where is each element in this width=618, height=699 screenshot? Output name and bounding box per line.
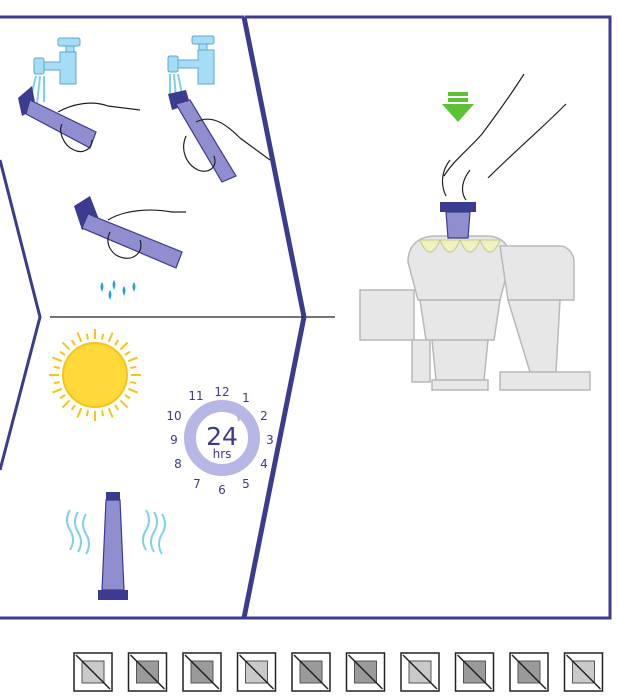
sun-ray [76,407,83,418]
clock-number: 3 [266,433,274,447]
clock-number: 1 [242,391,250,405]
filter-icon [440,202,476,239]
right-panel-border [243,15,612,620]
refit-step [359,73,591,391]
sun-ray [119,341,129,351]
sun-ray [107,332,114,343]
warning-icons-row [73,652,604,692]
clock-number: 2 [260,409,268,423]
sun-ray [127,356,138,363]
left-panel-inner-notch [0,159,42,471]
sun-ray [70,404,76,411]
no-washing-machine-icon [291,652,331,692]
no-aerosol-icon [563,652,604,692]
sun-ray [124,394,131,400]
sun-ray [85,333,89,340]
no-microwave-icon [400,652,440,692]
drying-time-clock: 24 hrs 12 1 2 3 4 5 6 7 8 9 10 11 [166,385,273,497]
sun-ray [52,387,63,394]
clock-number: 8 [174,457,182,471]
no-detergent-spray-icon [73,652,113,692]
sun-ray [130,381,137,385]
rinse-step-1 [18,37,141,153]
clock-hours-value: 24 [206,422,238,451]
hand-icon [107,209,186,259]
hand-icon [441,73,567,201]
sun-ray [59,394,66,400]
sun-icon [49,329,141,421]
water-drops-icon [100,280,136,300]
clock-number: 6 [218,483,226,497]
sun-ray [59,350,66,356]
clock-number: 10 [166,409,181,423]
clock-number: 12 [214,385,229,399]
sun-ray [61,399,71,409]
left-panel [0,15,335,620]
sun-ray [114,339,120,346]
clock-number: 9 [170,433,178,447]
shake-step [74,196,186,300]
clock-hours-unit: hrs [213,447,232,461]
no-dishwasher-icon [454,652,495,692]
filter-icon [74,196,183,269]
hand-icon [57,102,141,153]
clock-arrow-icon [236,410,246,422]
sun-ray [119,399,129,409]
vacuum-cleaner-icon [359,235,591,391]
sun-ray [85,410,89,417]
filter-icon [98,492,128,600]
clock-number: 5 [242,477,250,491]
clock-number: 11 [188,389,203,403]
filter-icon [168,90,237,183]
no-dishwasher-rack-icon [182,652,222,692]
sun-ray [101,410,105,417]
sun-ray [76,332,83,343]
sun-ray [127,387,138,394]
drying-filter [66,492,166,600]
sun-ray [124,350,131,356]
sun-ray [101,333,105,340]
rinse-step-2 [167,35,271,183]
sun-ray [70,339,76,346]
no-chemical-cleaner-icon [127,652,168,692]
no-open-flame-icon [509,652,549,692]
sun-ray [130,365,137,369]
air-wave-icon [66,509,166,555]
sun-ray [53,381,60,385]
no-oven-icon [236,652,277,692]
tap-icon [33,37,81,85]
no-tumble-dryer-icon [345,652,386,692]
filter-icon [18,86,97,149]
cyclone-cones [419,239,501,253]
sun-ray [53,365,60,369]
clock-number: 7 [193,477,201,491]
sun-ray [52,356,63,363]
clock-ring [184,400,260,476]
hand-icon [183,118,271,172]
sun-ray [107,407,114,418]
sun-ray [61,341,71,351]
sun-ray [114,404,120,411]
down-arrow-icon [442,92,474,122]
clock-number: 4 [260,457,268,471]
tap-icon [167,35,215,85]
